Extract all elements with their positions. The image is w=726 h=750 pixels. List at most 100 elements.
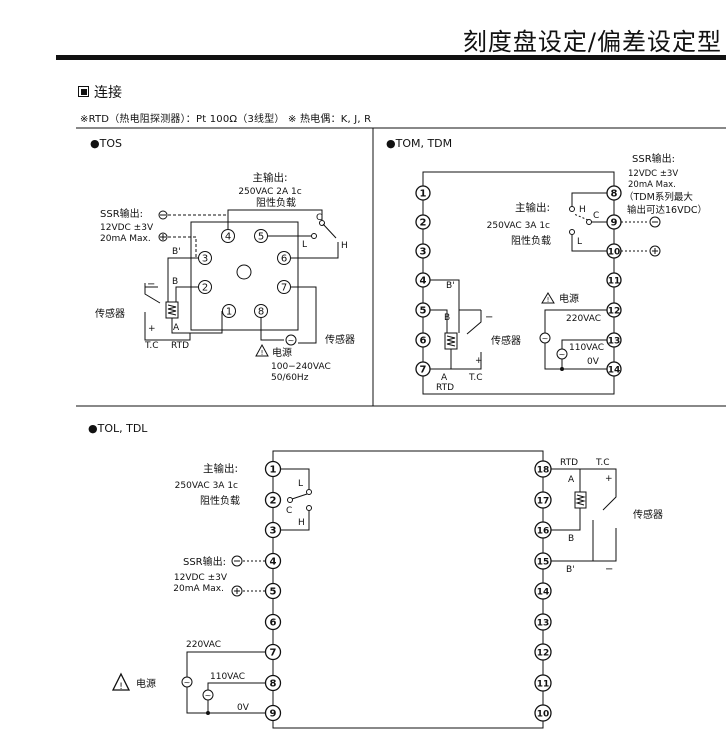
tol-label-a: A: [568, 475, 575, 485]
tos-label-bp: B': [172, 247, 181, 257]
tol-terminal-17: 17: [537, 497, 550, 507]
tom-warning-mark: !: [547, 296, 550, 304]
tol-ssr-3: 20mA Max.: [173, 584, 224, 594]
tom-ssr-5: 输出可达16VDC）: [627, 204, 707, 216]
panel-frame: [76, 127, 726, 407]
tos-ssr-3: 20mA Max.: [100, 234, 151, 244]
tol-terminal-12: 12: [537, 649, 550, 659]
tos-terminal-5: 5: [258, 232, 264, 243]
tos-terminals: 4 5 3 6 2 7 1 8: [198, 229, 291, 318]
tos-label-c: C: [316, 213, 322, 223]
tol-label-l: L: [298, 479, 303, 489]
tos-terminal-8: 8: [258, 307, 264, 318]
tol-tilde-1: ~: [184, 678, 191, 687]
section-title: 连接: [78, 82, 122, 102]
tom-terminal-9: 9: [611, 218, 618, 229]
tol-warning-icon: [111, 672, 131, 691]
tol-diagram: ●TOL, TDL 1 2 3 4 5 6 7 8 9 18 17 16 15 …: [88, 422, 663, 729]
tos-label-l: L: [302, 240, 307, 250]
tom-terminal-7: 7: [420, 365, 427, 376]
tos-label-minus: −: [147, 279, 155, 290]
tol-terminal-10: 10: [537, 710, 550, 720]
tom-tilde-1: ~: [542, 334, 549, 343]
tos-diagram: ●TOS 主输出: 250VAC 2A 1c 阻性负载 SSR输出: 12VDC…: [90, 137, 355, 383]
tom-ssr-1: SSR输出:: [632, 152, 675, 165]
tom-terminal-1: 1: [420, 189, 427, 200]
tom-terminal-11: 11: [608, 277, 621, 287]
tol-sensor: 传感器: [633, 508, 663, 521]
tol-label-b: B: [568, 534, 574, 544]
tos-main-out-1: 主输出:: [252, 171, 287, 184]
tos-label-tc: T.C: [144, 341, 159, 351]
tol-main-out-2: 250VAC 3A 1c: [175, 481, 238, 491]
tom-main-out-1: 主输出:: [515, 201, 550, 214]
tol-terminal-2: 2: [270, 496, 277, 507]
tom-v0: 0V: [587, 357, 600, 367]
tom-terminal-14: 14: [608, 366, 621, 376]
tol-ssr-2: 12VDC ±3V: [174, 573, 228, 583]
tos-label-b: B: [172, 277, 178, 287]
tom-sensor: 传感器: [491, 334, 521, 347]
tom-label-bp: B': [446, 281, 455, 291]
tol-terminal-11: 11: [537, 680, 550, 690]
tol-label-c: C: [286, 506, 292, 516]
page-title: 刻度盘设定/偏差设定型: [462, 28, 722, 56]
tom-terminal-4: 4: [420, 276, 427, 287]
tom-tilde-2: ~: [559, 350, 566, 359]
tos-sensor-right: 传感器: [325, 333, 355, 346]
tol-terminal-5: 5: [270, 587, 277, 598]
tos-label-h: H: [341, 241, 348, 251]
tol-v110: 110VAC: [210, 672, 245, 682]
tos-terminal-6: 6: [281, 254, 287, 265]
tos-ssr-1: SSR输出:: [100, 207, 143, 220]
tos-label-plus: +: [148, 324, 156, 334]
tom-ssr-4: （TDM系列最大: [624, 191, 693, 203]
tol-body: [272, 450, 544, 729]
tol-label-bp: B': [566, 565, 575, 575]
tol-terminal-18: 18: [537, 466, 550, 476]
tom-terminal-2: 2: [420, 218, 427, 229]
tol-terminal-9: 9: [270, 709, 277, 720]
tom-terminal-13: 13: [608, 337, 621, 347]
tom-title: ●TOM, TDM: [386, 137, 452, 150]
tol-title: ●TOL, TDL: [88, 422, 148, 435]
tol-terminal-16: 16: [537, 527, 550, 537]
tol-terminal-8: 8: [270, 679, 277, 690]
tol-tilde-2: ~: [205, 691, 212, 700]
tos-label-a: A: [173, 323, 180, 333]
tom-terminal-8: 8: [611, 189, 618, 200]
tom-warning-icon: [541, 292, 555, 304]
tos-ssr-2: 12VDC ±3V: [100, 223, 154, 233]
tom-label-l: L: [577, 237, 582, 247]
tol-label-rtd: RTD: [560, 458, 578, 468]
tos-terminal-7: 7: [281, 283, 287, 294]
tom-terminals: 1 2 3 4 5 6 7 8 9 10 11 12 13 14: [415, 185, 622, 377]
tom-label-rtd: RTD: [436, 383, 454, 393]
tol-terminals: 1 2 3 4 5 6 7 8 9 18 17 16 15 14 13 12 1…: [264, 460, 552, 722]
tol-terminal-15: 15: [537, 558, 550, 568]
tom-terminal-10: 10: [608, 248, 621, 258]
tol-label-plus: +: [605, 474, 613, 484]
tos-label-rtd: RTD: [171, 341, 189, 351]
tos-warning-icon: [255, 343, 269, 357]
tol-main-out-1: 主输出:: [203, 462, 238, 475]
tom-main-out-3: 阻性负载: [511, 234, 551, 247]
tom-ssr-3: 20mA Max.: [628, 180, 676, 190]
tos-ssr-plus-symbol: [158, 232, 168, 242]
tol-terminal-13: 13: [537, 619, 550, 629]
tol-terminal-14: 14: [537, 588, 550, 598]
tos-key: [236, 264, 252, 280]
tom-terminal-3: 3: [420, 247, 427, 258]
tol-terminal-6: 6: [270, 618, 277, 629]
tom-v110: 110VAC: [569, 343, 604, 353]
tos-ssr-minus-symbol: [158, 210, 168, 220]
tos-socket: [190, 221, 299, 331]
title-rule: [56, 55, 726, 60]
tom-main-out-2: 250VAC 3A 1c: [487, 221, 550, 231]
tom-ssr-2: 12VDC ±3V: [628, 169, 678, 179]
tol-ssr-1: SSR输出:: [183, 555, 226, 568]
tom-label-plus: +: [475, 356, 483, 366]
tom-diagram: ●TOM, TDM 1 2 3 4 5 6 7 8 9 10 11 12 13 …: [386, 137, 707, 395]
tol-terminal-4: 4: [270, 557, 277, 568]
tos-terminal-1: 1: [226, 307, 232, 318]
